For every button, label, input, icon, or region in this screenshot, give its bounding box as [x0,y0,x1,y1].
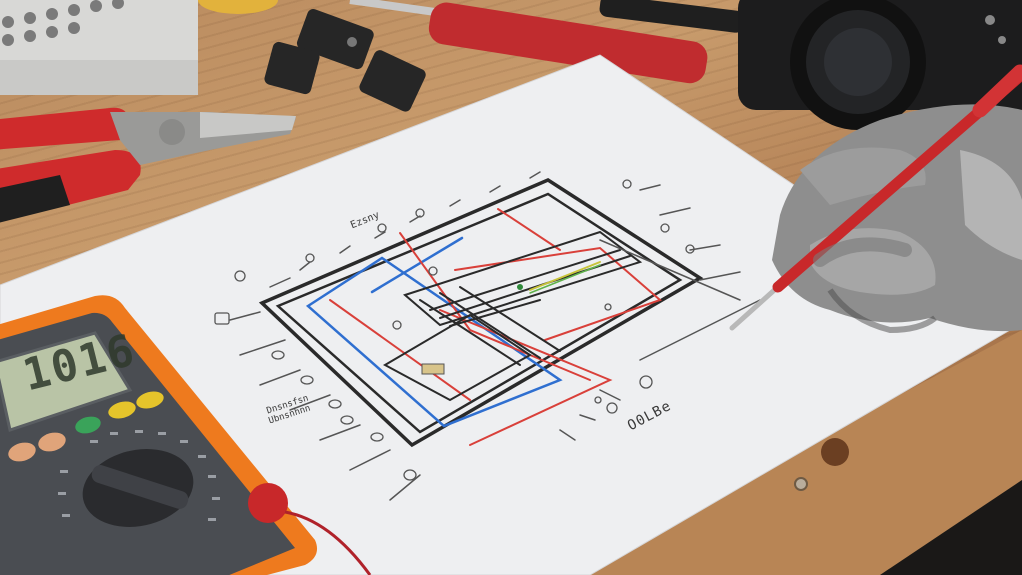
lcd-display [0,331,133,432]
button-yellow-1 [108,401,136,419]
button-green [75,416,101,434]
probe-jack [248,483,288,523]
terminal-strip [0,0,198,95]
connector-block [264,9,426,112]
dial-markings [58,430,220,521]
screw-head [794,477,808,491]
button-orange-2 [38,432,66,452]
gloved-hand [772,104,1022,334]
probe [729,64,1022,331]
button-yellow-2 [136,391,164,409]
schematic-drawing [214,171,761,501]
screwdriver [349,0,745,84]
probe-lead [284,510,372,575]
button-orange-1 [8,442,36,462]
camera [738,0,1022,130]
pliers [0,107,296,223]
yellow-object [198,0,278,14]
wood-knot [821,438,849,466]
